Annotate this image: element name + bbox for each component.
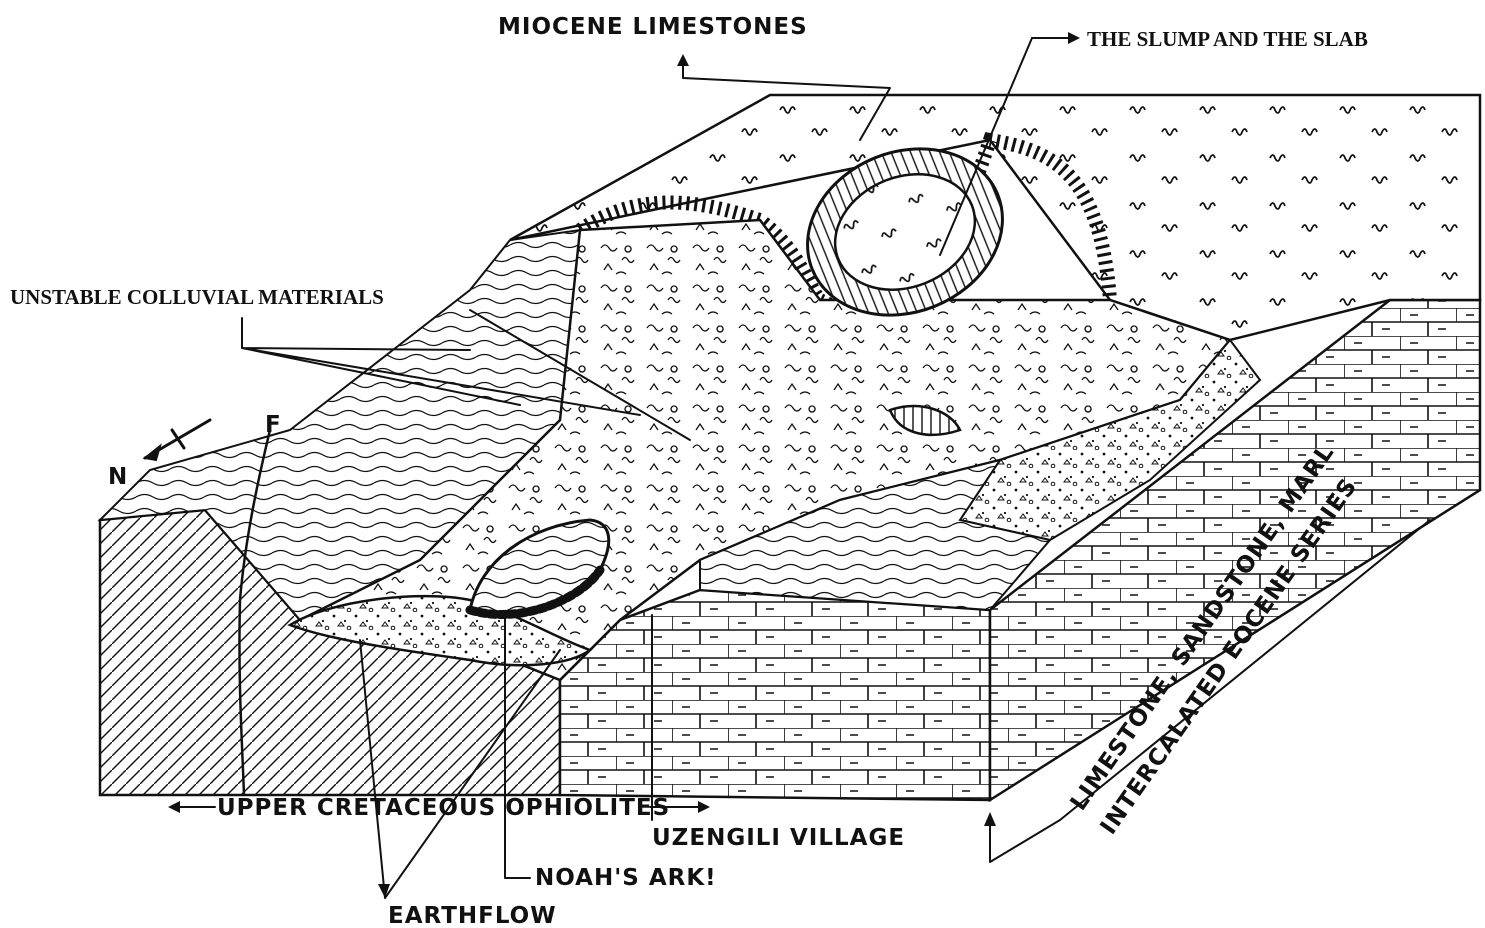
label-earthflow: EARTHFLOW [388, 903, 557, 928]
fault-label: F [265, 412, 282, 438]
north-label: N [108, 464, 128, 490]
label-uzengili-village: UZENGILI VILLAGE [652, 825, 905, 851]
label-miocene-limestones: MIOCENE LIMESTONES [498, 14, 808, 40]
label-noahs-ark: NOAH'S ARK! [535, 865, 717, 891]
label-slump-and-slab: THE SLUMP AND THE SLAB [1087, 27, 1368, 51]
label-upper-cretaceous-ophiolites: UPPER CRETACEOUS OPHIOLITES [217, 795, 670, 821]
label-unstable-colluvial: UNSTABLE COLLUVIAL MATERIALS [10, 285, 384, 309]
front-face-eocene [560, 590, 990, 800]
